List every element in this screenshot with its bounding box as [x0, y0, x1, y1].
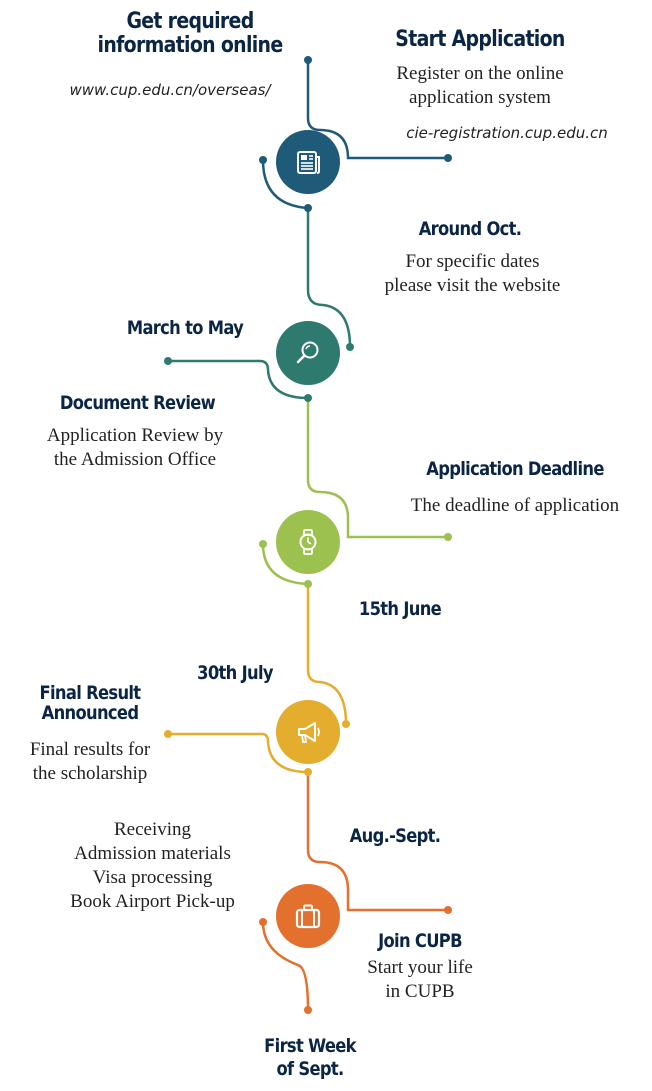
step5-right-title: Join CUPB — [378, 930, 462, 952]
newspaper-icon — [297, 151, 320, 174]
step5-right-date: Aug.-Sept. — [349, 825, 441, 847]
title-line: Get required — [126, 9, 254, 34]
step4-circle — [276, 700, 340, 764]
megaphone-icon — [298, 722, 320, 743]
body-line: application system — [409, 87, 551, 108]
step4-left-date: 30th July — [197, 662, 273, 684]
step5-right-body: Start your life in CUPB — [335, 956, 505, 1004]
title-line: information online — [97, 33, 284, 58]
body-line: Application Review by — [46, 425, 224, 446]
step1-right-body: Register on the online application syste… — [340, 62, 620, 110]
step4-left-body: Final results for the scholarship — [5, 738, 175, 786]
step3-circle — [276, 510, 340, 574]
step2-left-title: Document Review — [59, 392, 216, 414]
step5-left-body: Receiving Admission materials Visa proce… — [35, 818, 270, 914]
watch-icon — [299, 529, 317, 555]
title-line: Final Result — [39, 682, 142, 704]
body-line: Visa processing — [92, 867, 213, 888]
body-line: the scholarship — [32, 763, 148, 784]
body-line: Start your life — [367, 957, 473, 978]
step2-left-body: Application Review by the Admission Offi… — [10, 424, 260, 472]
step1-left-url: www.cup.edu.cn/overseas/ — [69, 81, 271, 99]
step2-left-date: March to May — [126, 317, 244, 339]
body-line: the Admission Office — [53, 449, 217, 470]
step3-right-title: Application Deadline — [426, 458, 604, 480]
step1-right-title: Start Application — [395, 27, 565, 52]
step2-right-title: Around Oct. — [418, 218, 522, 240]
step1-circle — [276, 130, 340, 194]
body-line: For specific dates — [405, 251, 540, 272]
title-line: of Sept. — [276, 1058, 344, 1080]
step1-right-url: cie-registration.cup.edu.cn — [406, 124, 608, 142]
body-line: Final results for — [29, 739, 151, 760]
step2-right-body: For specific dates please visit the webs… — [340, 250, 605, 298]
title-line: First Week — [264, 1035, 356, 1057]
body-line: please visit the website — [384, 275, 561, 296]
step3-right-body: The deadline of application — [410, 495, 620, 516]
body-line: in CUPB — [385, 981, 455, 1002]
step5-circle — [276, 884, 340, 948]
magnifier-icon — [296, 341, 319, 364]
body-line: Book Airport Pick-up — [70, 891, 235, 912]
step1-left-title: Get required information online — [78, 10, 302, 58]
body-line: Admission materials — [74, 843, 231, 864]
step2-circle — [276, 321, 340, 385]
body-line: Register on the online — [396, 63, 564, 84]
suitcase-icon — [295, 904, 321, 929]
body-line: Receiving — [113, 819, 192, 840]
step4-left-title: Final Result Announced — [21, 683, 159, 723]
step3-right-date: 15th June — [358, 598, 442, 620]
step5-bottom-title: First Week of Sept. — [241, 1035, 379, 1081]
title-line: Announced — [41, 702, 139, 724]
